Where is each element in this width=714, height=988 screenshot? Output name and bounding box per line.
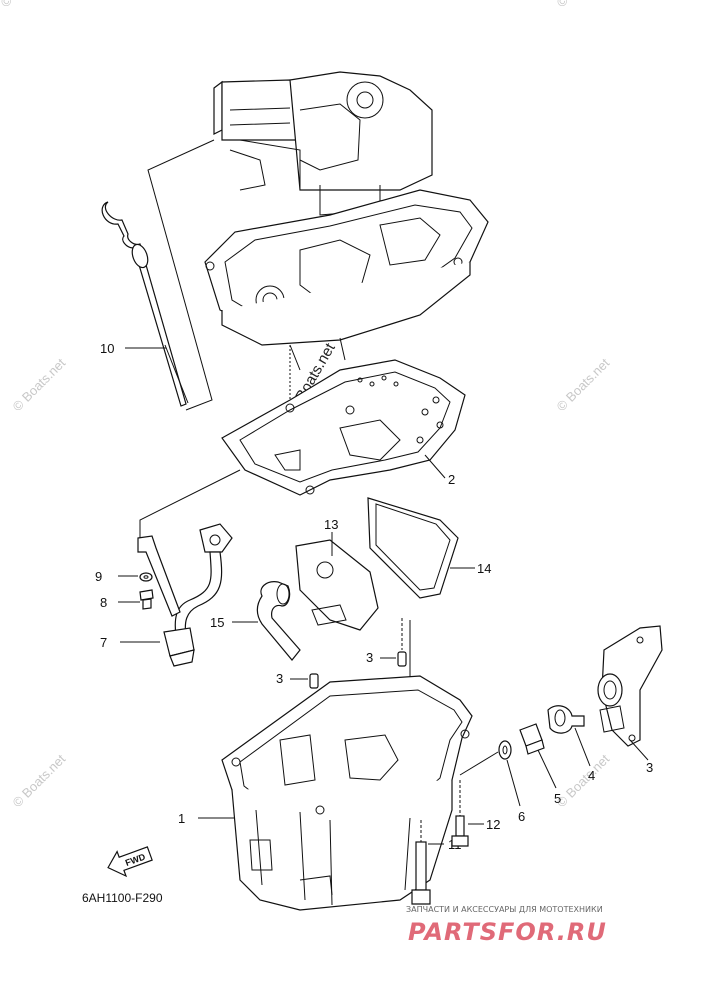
- callout-7: 6: [518, 809, 525, 824]
- bolt-part-13: [451, 815, 469, 847]
- callout-1: 1: [178, 811, 185, 826]
- callout-9: 8: [100, 595, 107, 610]
- watermark-top-left-corner: © Boats.net: [0, 0, 57, 10]
- hose-part-16: [256, 581, 301, 661]
- dipstick-part-11: [101, 201, 189, 407]
- callout-8: 7: [100, 635, 107, 650]
- dowel-pin-part-3b: [309, 673, 319, 689]
- watermark-top-right-corner: © Boats.net: [554, 0, 613, 10]
- fwd-arrow-icon: FWD: [107, 846, 153, 878]
- watermark-left-bottom: © Boats.net: [10, 751, 69, 810]
- diagram-code: 6AH1100-F290: [82, 891, 163, 905]
- strainer-part-14: [295, 539, 379, 631]
- cover-part-4: [597, 625, 663, 747]
- clip-part-5: [547, 705, 585, 734]
- bolt-part-9: [139, 589, 154, 610]
- bolt-part-12: [411, 841, 431, 905]
- gasket-part-2: [221, 359, 466, 496]
- callout-14: 13: [324, 517, 338, 532]
- dowel-pin-part-3a: [397, 651, 407, 667]
- drain-plug-part-6: [519, 723, 545, 755]
- callout-15: 14: [477, 561, 491, 576]
- callout-16: 15: [210, 615, 224, 630]
- oil-pan-part-1: [221, 675, 473, 911]
- callout-6: 5: [554, 791, 561, 806]
- callout-11: 10: [100, 341, 114, 356]
- strainer-frame-part-15: [367, 497, 459, 599]
- callout-13: 12: [486, 817, 500, 832]
- brand-tagline: ЗАПЧАСТИ И АКСЕССУАРЫ ДЛЯ МОТОТЕХНИКИ: [406, 905, 603, 914]
- washer-part-10: [139, 572, 153, 582]
- watermark-right-top: © Boats.net: [554, 355, 613, 414]
- callout-2: 2: [448, 472, 455, 487]
- watermark-left-top: © Boats.net: [10, 355, 69, 414]
- callout-10: 9: [95, 569, 102, 584]
- washer-part-7: [498, 740, 512, 760]
- bracket-guide-line: [139, 469, 241, 540]
- dipstick-guide-line: [147, 139, 215, 411]
- brand-logo: PARTSFOR.RU: [408, 918, 607, 946]
- oil-pipe-part-8: [137, 523, 233, 667]
- callout-3b: 3: [276, 671, 283, 686]
- watermark-right-bottom: © Boats.net: [554, 751, 613, 810]
- callout-5: 4: [588, 768, 595, 783]
- callout-3a: 3: [366, 650, 373, 665]
- engine-block-illustration: [204, 71, 489, 371]
- callout-4: 3: [646, 760, 653, 775]
